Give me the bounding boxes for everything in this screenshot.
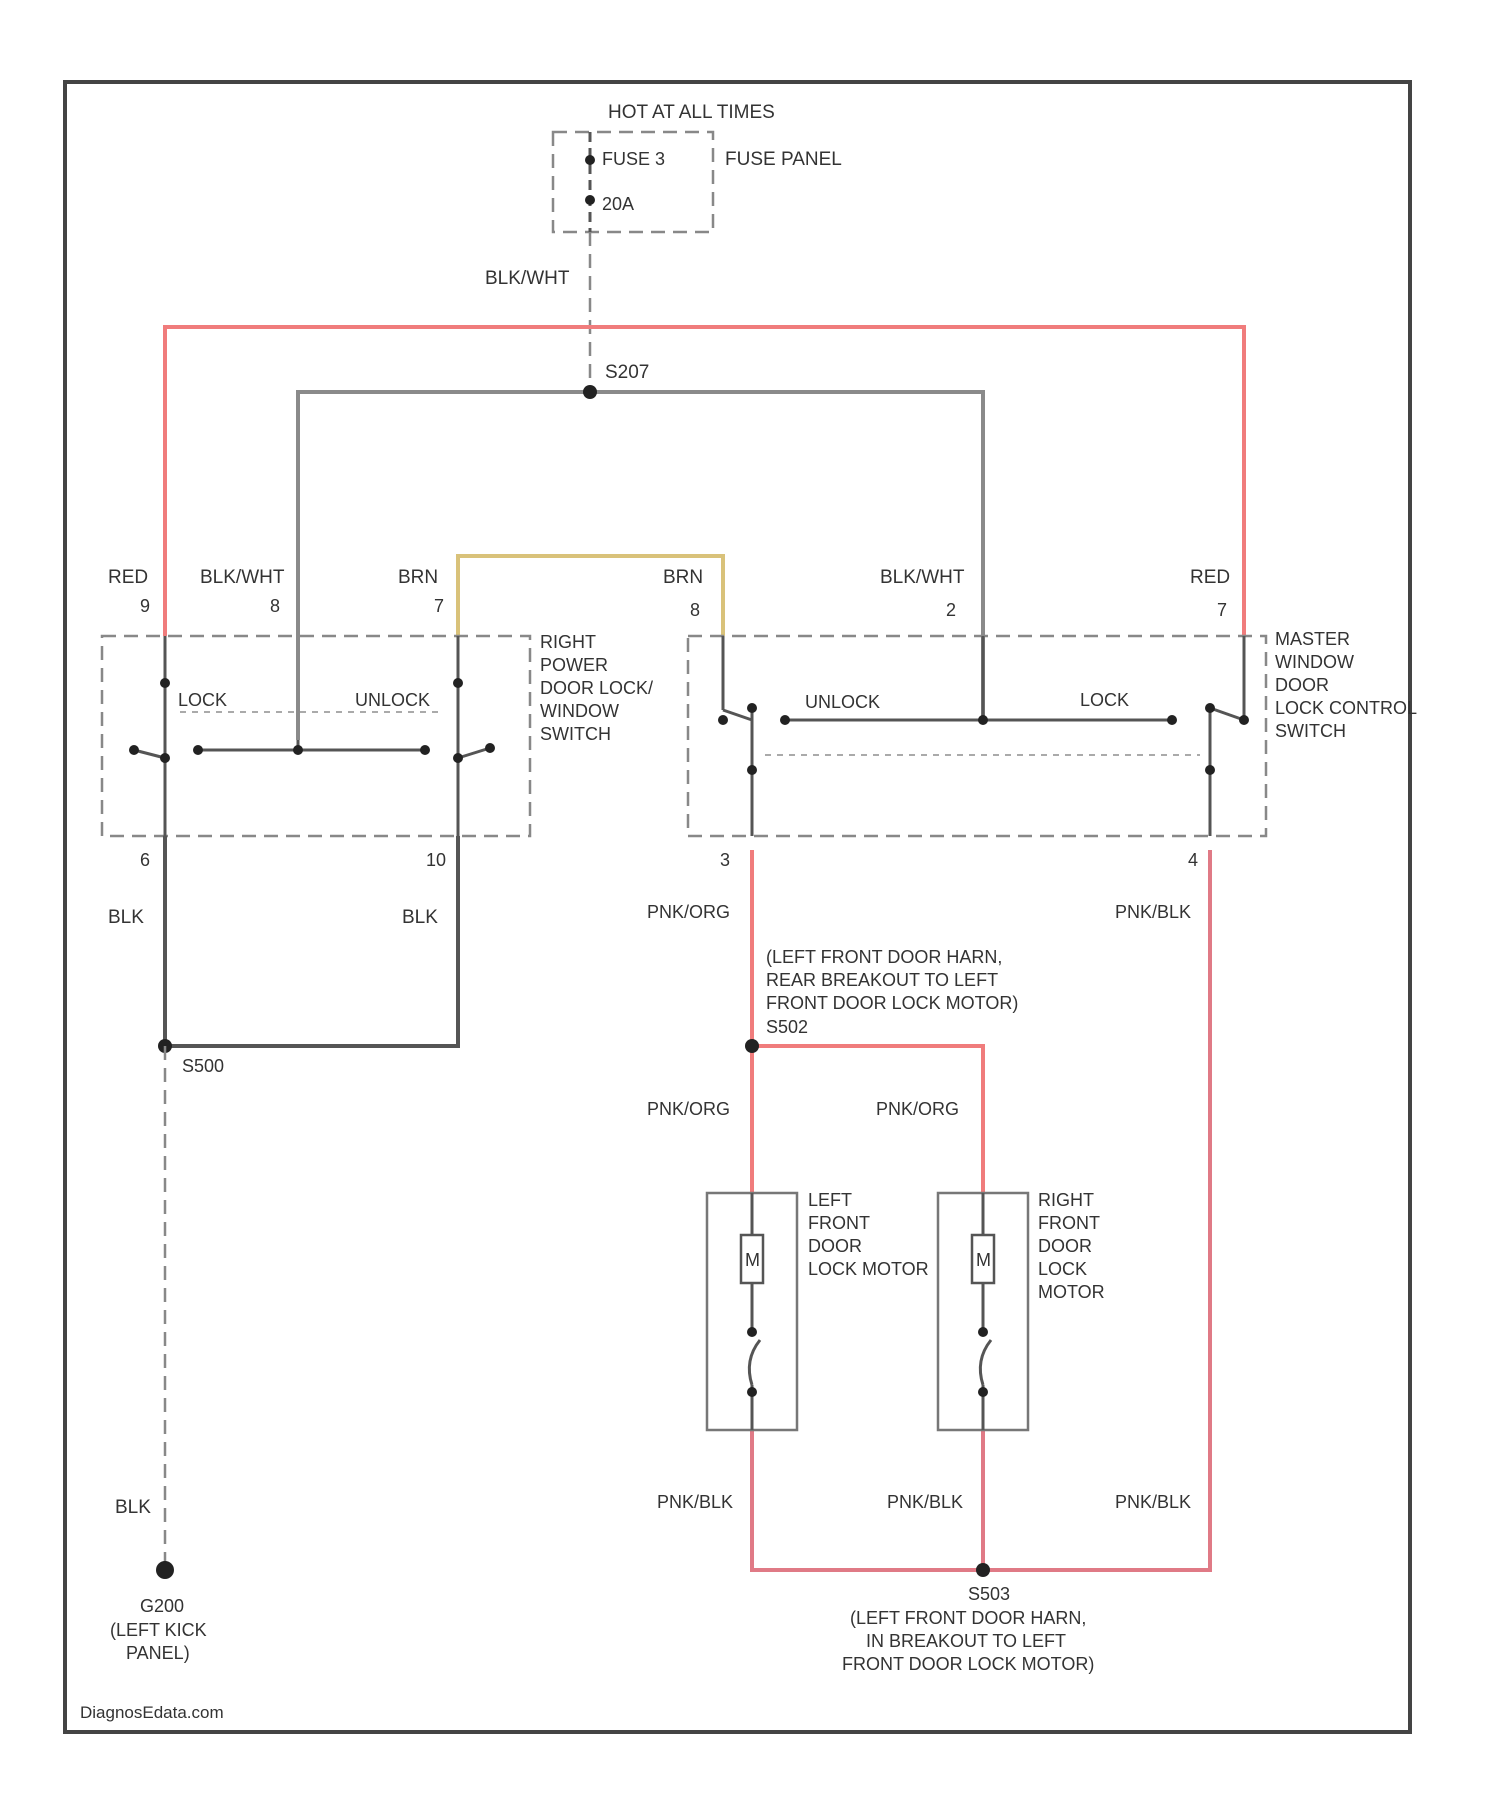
wire-label-fuse: BLK/WHT [485,268,570,289]
svg-text:(LEFT FRONT DOOR HARN,REAR BRE: (LEFT FRONT DOOR HARN, REAR BREAKOUT TO L… [766,947,1018,1013]
master-switch-unlock-label: UNLOCK [805,692,880,712]
left-motor-symbol: M [745,1250,760,1270]
left-motor-name-4: LOCK MOTOR [808,1259,929,1279]
wire-label-pnkorg-left: PNK/ORG [647,1099,730,1119]
wire-label-blk-ground: BLK [115,1497,151,1518]
splice-s503-desc-3: FRONT DOOR LOCK MOTOR) [842,1654,1094,1674]
right-motor-name-3: DOOR [1038,1236,1092,1256]
master-switch-name-2: WINDOW [1275,652,1354,672]
right-switch-unlock-label: UNLOCK [355,690,430,710]
ground-point [156,1561,174,1579]
master-switch-name-1: MASTER [1275,629,1350,649]
ground-location-2: PANEL) [126,1643,190,1663]
wire-label-blk-left: BLK [108,907,144,928]
wire-label-blkwht-right: BLK/WHT [880,567,965,588]
master-switch-pin-8: 8 [690,600,700,620]
wire-label-blkwht-left: BLK/WHT [200,567,285,588]
fuse-rating: 20A [602,194,634,214]
right-switch-name-1: RIGHT [540,632,596,652]
splice-s502-desc-1: (LEFT FRONT DOOR HARN, [766,947,1002,967]
right-motor-name-1: RIGHT [1038,1190,1094,1210]
right-motor-symbol: M [976,1250,991,1270]
master-switch-lock-label: LOCK [1080,690,1129,710]
master-switch-pin-7: 7 [1217,600,1227,620]
fuse-name: FUSE 3 [602,149,665,169]
wire-label-red-left: RED [108,567,148,588]
splice-s503 [976,1563,990,1577]
splice-s503-label: S503 [968,1584,1010,1604]
right-switch-pin-10: 10 [426,850,446,870]
wire-label-pnkblk-right: PNK/BLK [1115,1492,1191,1512]
splice-s503-desc-2: IN BREAKOUT TO LEFT [866,1631,1066,1651]
right-switch-pin-9: 9 [140,596,150,616]
splice-s503-desc-1: (LEFT FRONT DOOR HARN, [850,1608,1086,1628]
ground-id: G200 [140,1596,184,1616]
svg-text:(LEFT FRONT DOOR HARN,IN BREAK: (LEFT FRONT DOOR HARN, IN BREAKOUT TO LEF… [842,1608,1094,1674]
wire-pnk-org-branch [752,1046,983,1193]
fuse-panel-label: FUSE PANEL [725,149,842,170]
master-switch-name-5: SWITCH [1275,721,1346,741]
master-switch-name-4: LOCK CONTROL [1275,698,1417,718]
splice-s502-desc-3: FRONT DOOR LOCK MOTOR) [766,993,1018,1013]
master-door-lock-switch: 8 2 7 3 4 UNLOCK LOCK MASTER WINDOW DOOR LO… [688,600,1417,870]
splice-s502 [745,1039,759,1053]
wire-label-brn-right: BRN [663,567,703,588]
right-switch-name-5: SWITCH [540,724,611,744]
left-motor-name-3: DOOR [808,1236,862,1256]
left-motor-name-2: FRONT [808,1213,870,1233]
right-motor-name-5: MOTOR [1038,1282,1105,1302]
wire-label-pnkblk-top: PNK/BLK [1115,902,1191,922]
master-switch-pin-3: 3 [720,850,730,870]
ground-location-1: (LEFT KICK [110,1620,207,1640]
left-door-lock-motor: M LEFT FRONT DOOR LOCK MOTOR [707,1190,929,1430]
right-switch-lock-label: LOCK [178,690,227,710]
wire-label-blk-right: BLK [402,907,438,928]
right-motor-name-2: FRONT [1038,1213,1100,1233]
right-power-door-lock-switch: 9 8 7 6 10 LOCK UNLOCK RIGHT POWER DOOR LO… [102,596,653,870]
footer-credit: DiagnosEdata.com [80,1703,224,1722]
wire-label-red-right: RED [1190,567,1230,588]
right-switch-pin-8: 8 [270,596,280,616]
master-switch-pin-2: 2 [946,600,956,620]
splice-s502-desc-2: REAR BREAKOUT TO LEFT [766,970,998,990]
wire-blk-ground [165,836,458,1046]
wire-label-brn-left: BRN [398,567,438,588]
fuse-hot-label: HOT AT ALL TIMES [608,102,775,123]
right-door-lock-motor: M RIGHT FRONT DOOR LOCK MOTOR [938,1190,1105,1430]
splice-s500-label: S500 [182,1056,224,1076]
wire-label-pnkorg-top: PNK/ORG [647,902,730,922]
splice-s207-label: S207 [605,362,649,383]
right-switch-pin-7: 7 [434,596,444,616]
wire-label-pnkblk-left: PNK/BLK [657,1492,733,1512]
fuse-panel: HOT AT ALL TIMES FUSE 3 20A FUSE PANEL [553,102,842,232]
right-switch-name-3: DOOR LOCK/ [540,678,653,698]
master-switch-pin-4: 4 [1188,850,1198,870]
right-switch-name-4: WINDOW [540,701,619,721]
splice-s207 [583,385,597,399]
right-switch-name-2: POWER [540,655,608,675]
right-switch-pin-6: 6 [140,850,150,870]
left-motor-name-1: LEFT [808,1190,852,1210]
wire-label-pnkblk-mid: PNK/BLK [887,1492,963,1512]
splice-s502-label: S502 [766,1017,808,1037]
master-switch-name-3: DOOR [1275,675,1329,695]
wire-red-loop [165,327,1244,636]
wire-label-pnkorg-right: PNK/ORG [876,1099,959,1119]
right-motor-name-4: LOCK [1038,1259,1087,1279]
